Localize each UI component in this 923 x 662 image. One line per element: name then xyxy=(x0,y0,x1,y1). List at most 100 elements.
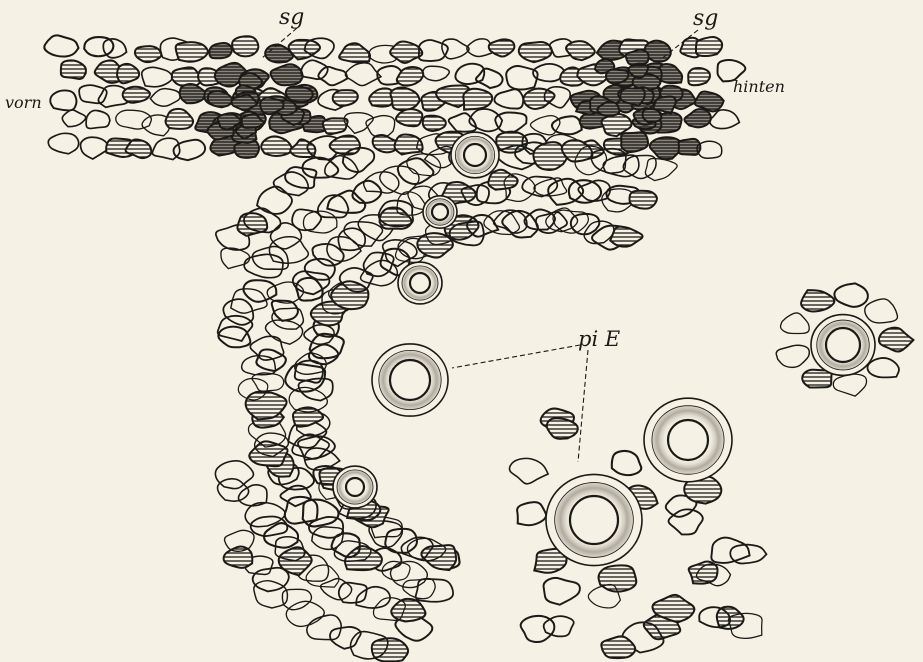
pie-leader-left xyxy=(452,345,580,368)
cell-outline xyxy=(292,209,321,230)
germ-cell xyxy=(626,50,649,65)
cell-outline xyxy=(669,509,703,534)
egg-cell xyxy=(451,132,499,178)
cell-outline xyxy=(330,627,361,649)
cell-outline xyxy=(506,66,537,90)
cell-outline xyxy=(318,67,347,86)
cell-outline xyxy=(345,63,381,86)
cell-outline xyxy=(80,137,108,159)
hatched-cell xyxy=(801,290,834,311)
cell-outline xyxy=(781,313,810,334)
cell-outline xyxy=(103,39,126,58)
egg-cell xyxy=(811,315,875,376)
germ-cell xyxy=(209,43,232,58)
hatched-cell xyxy=(629,191,656,209)
hatched-cell xyxy=(232,36,258,56)
germ-cell xyxy=(271,64,303,85)
cell-outline xyxy=(495,112,526,132)
cell-outline xyxy=(142,115,169,136)
cell-outline xyxy=(142,67,173,87)
cell-outline xyxy=(710,110,740,129)
label-sg-right: sg xyxy=(693,6,718,31)
cell-outline xyxy=(419,40,448,61)
hatched-cell xyxy=(696,37,722,56)
cell-outline xyxy=(517,502,546,525)
hatched-cell xyxy=(176,42,208,62)
hatched-cell xyxy=(117,64,139,83)
cell-outline xyxy=(302,158,338,178)
cell-outline xyxy=(834,283,868,307)
cell-outline xyxy=(256,349,285,371)
cell-outline xyxy=(544,578,580,605)
cell-outline xyxy=(221,248,250,269)
hatched-cell xyxy=(391,599,425,622)
cell-outline xyxy=(407,154,441,176)
cell-outline xyxy=(50,90,76,110)
cell-outline xyxy=(380,166,419,194)
cell-outline xyxy=(48,133,78,154)
cell-outline xyxy=(833,374,866,396)
hatched-cell xyxy=(610,227,642,247)
hatched-cell xyxy=(463,89,492,110)
germ-cell xyxy=(654,96,676,113)
hatched-cell xyxy=(333,90,358,106)
hatched-cell xyxy=(372,638,408,662)
cell-outline xyxy=(79,85,107,103)
hatched-cell xyxy=(166,109,194,129)
hatched-cell xyxy=(566,41,595,60)
hatched-cell xyxy=(879,328,914,352)
cell-outline xyxy=(776,345,809,367)
cell-outline xyxy=(522,177,557,197)
cell-outline xyxy=(423,66,450,80)
cell-outline xyxy=(366,116,395,138)
cell-layer xyxy=(44,35,913,662)
hatched-cell xyxy=(261,136,292,156)
germ-cell xyxy=(180,84,206,103)
label-sg-left: sg xyxy=(279,5,304,30)
pie-leader-right xyxy=(578,350,588,462)
germ-cell xyxy=(684,109,710,127)
hatched-cell xyxy=(224,546,253,567)
hatched-cell xyxy=(488,170,517,190)
cell-outline xyxy=(285,497,318,524)
cell-outline xyxy=(215,461,253,489)
cell-outline xyxy=(270,223,301,249)
label-vorn: vorn xyxy=(5,93,42,112)
cell-outline xyxy=(645,158,677,180)
cell-outline xyxy=(266,320,303,344)
cell-outline xyxy=(494,89,523,108)
hatched-cell xyxy=(423,116,446,131)
hatched-cell xyxy=(519,42,552,62)
cell-outline xyxy=(62,110,85,127)
cell-outline xyxy=(612,451,641,475)
cell-outline xyxy=(257,187,292,214)
cell-outline xyxy=(44,35,78,56)
cell-outline xyxy=(86,110,110,128)
label-pie: pi E xyxy=(578,327,620,351)
cell-outline xyxy=(476,69,503,88)
cell-outline xyxy=(552,116,582,134)
hatched-cell xyxy=(339,43,370,62)
cell-outline xyxy=(356,587,390,608)
hatched-cell xyxy=(135,46,161,62)
egg-cell xyxy=(546,474,642,565)
egg-cell xyxy=(644,398,732,482)
label-hinten: hinten xyxy=(733,77,785,96)
cell-outline xyxy=(269,237,308,264)
hatched-cell xyxy=(688,68,710,85)
germ-cell xyxy=(650,137,683,159)
cell-outline xyxy=(307,615,341,640)
hatched-cell xyxy=(599,565,637,591)
cell-outline xyxy=(865,299,898,323)
hatched-cell xyxy=(123,87,150,103)
egg-cell xyxy=(398,262,442,304)
egg-cell xyxy=(372,344,448,416)
cell-outline xyxy=(603,155,639,177)
hatched-cell xyxy=(390,88,419,111)
germ-cell xyxy=(621,132,648,152)
cell-outline xyxy=(442,39,469,59)
hatched-cell xyxy=(417,233,453,258)
hatched-cell xyxy=(330,135,360,154)
